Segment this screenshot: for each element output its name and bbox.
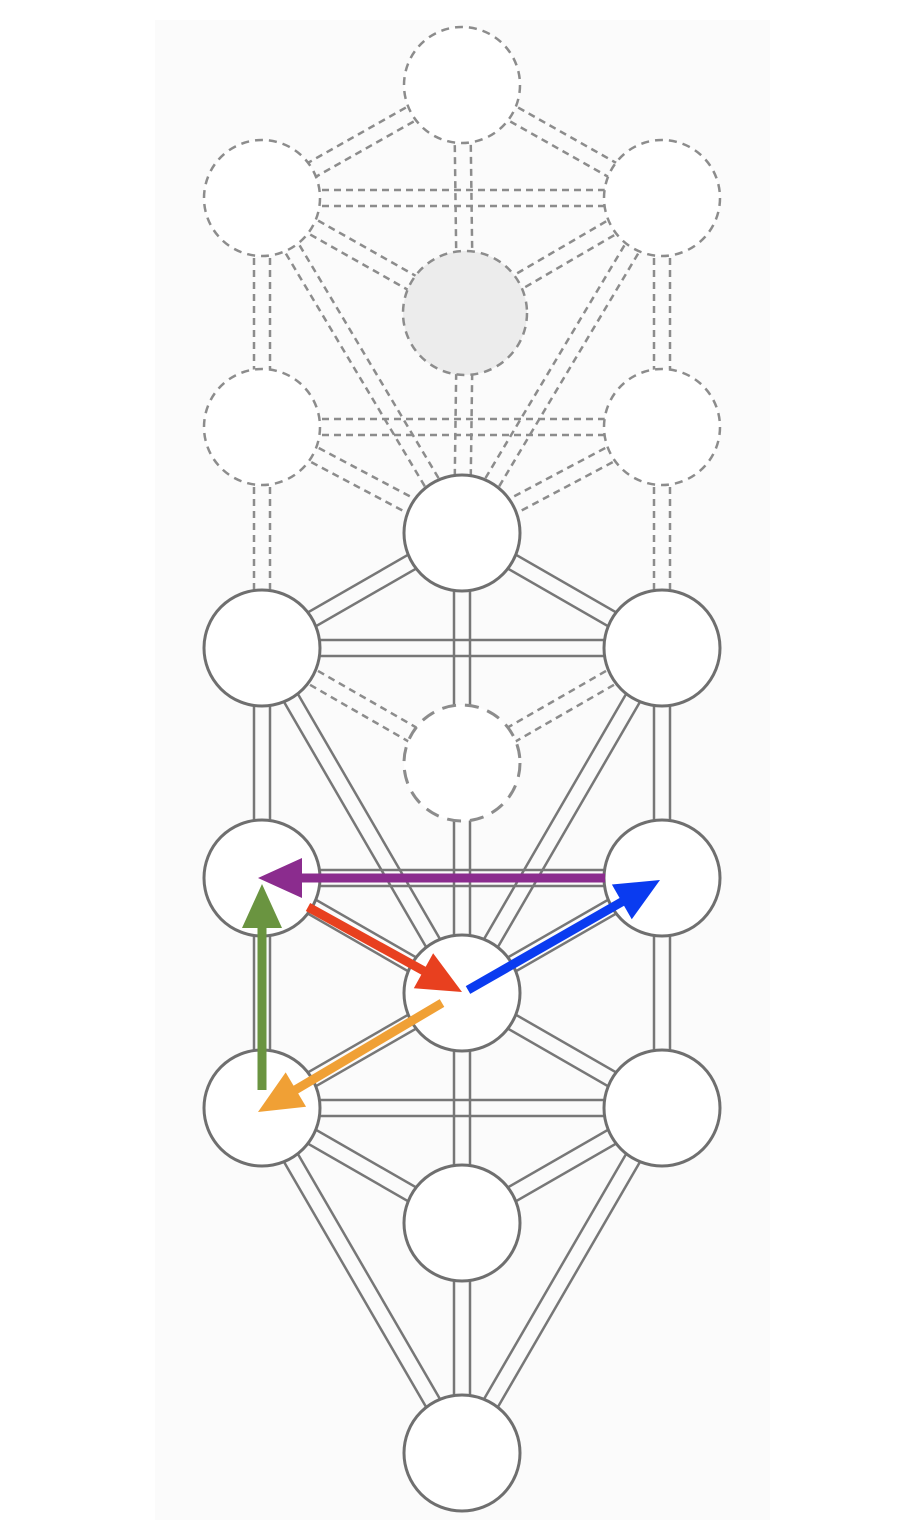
- dashed-path-u-left-1-u-right-1: [262, 188, 662, 208]
- node-u-right-1: [602, 138, 722, 258]
- node-l-left-1: [202, 588, 322, 708]
- solid-path-l-left-1-l-right-1: [262, 638, 662, 658]
- orange-arrow: [258, 999, 445, 1112]
- solid-path-l-left-3-l-right-3: [262, 1098, 662, 1118]
- upper-dashed-nodes: [202, 25, 722, 487]
- purple-arrow: [258, 858, 605, 898]
- node-l-lower-mid: [402, 1163, 522, 1283]
- dashed-path-u-left-2-u-right-2: [262, 417, 662, 437]
- green-arrow: [242, 884, 282, 1090]
- node-l-top: [402, 473, 522, 593]
- solid-path-l-left-2-l-right-2: [262, 868, 662, 888]
- dashed-path-u-right-1-l-top: [454, 193, 670, 538]
- node-l-middle: [402, 933, 522, 1053]
- lower-solid-nodes: [202, 473, 722, 1513]
- red-arrow: [305, 903, 462, 992]
- flow-arrows: [242, 858, 660, 1112]
- solid-path-l-left-3-l-bottom: [253, 1103, 471, 1458]
- solid-path-l-right-3-l-bottom: [453, 1103, 671, 1458]
- node-l-right-1: [602, 588, 722, 708]
- node-l-bottom: [402, 1393, 522, 1513]
- node-u-left-1: [202, 138, 322, 258]
- node-l-right-3: [602, 1048, 722, 1168]
- node-u-crown: [402, 25, 522, 145]
- blue-arrow: [465, 880, 660, 994]
- node-u-left-2: [202, 367, 322, 487]
- node-u-hidden: [401, 249, 529, 377]
- solid-path-l-right-1-l-middle: [453, 643, 671, 998]
- node-l-hidden: [402, 703, 522, 823]
- node-l-right-2: [602, 818, 722, 938]
- node-u-right-2: [602, 367, 722, 487]
- dashed-path-u-left-1-l-top: [254, 193, 470, 538]
- solid-path-l-left-1-l-middle: [253, 643, 471, 998]
